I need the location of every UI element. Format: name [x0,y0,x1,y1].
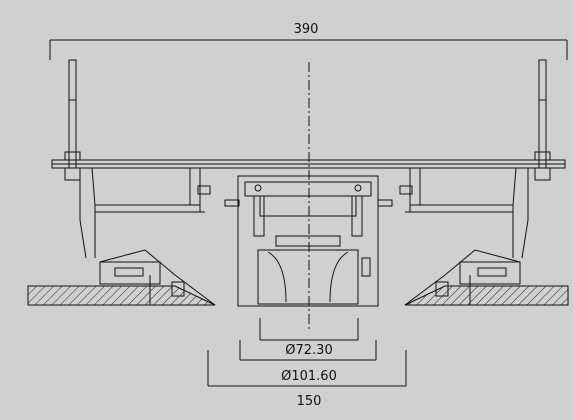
left-threaded-rod [64,59,81,181]
overall-dimension-lines [49,39,568,60]
ceiling-panel [27,285,569,306]
central-housing [224,175,393,307]
inner-diameter-label: Ø72.30 [285,343,332,358]
outer-diameter-label: Ø101.60 [281,369,337,384]
outer-diameter-dimension-lines [207,350,407,387]
overall-width-label: 390 [294,22,319,37]
top-plate [51,159,566,169]
inner-diameter-dimension-lines [239,318,377,361]
right-bracket [399,167,529,259]
cutout-label: 150 [297,394,322,409]
right-threaded-rod [534,59,551,181]
left-bracket [79,167,211,259]
